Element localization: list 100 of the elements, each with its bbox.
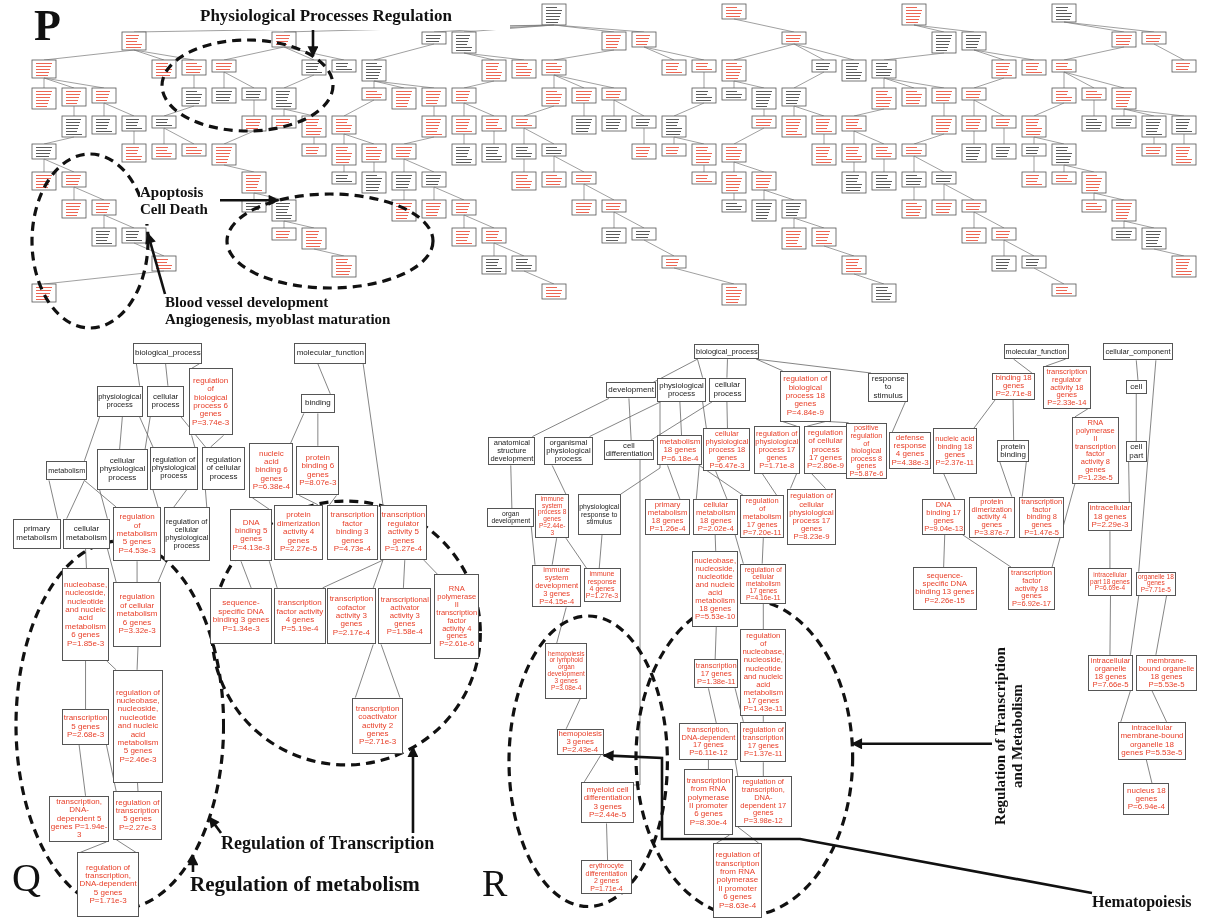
connector-line	[1128, 461, 1130, 503]
go-term-label: intracellular membrane-bound organelle 18 genes P=5.53e-5	[1119, 724, 1185, 758]
go-term-label: regulation of biological process 6 genes P=3.74e-3	[191, 376, 231, 428]
connector-line	[329, 495, 337, 506]
connector-line	[714, 626, 717, 660]
go-term-box	[274, 504, 323, 561]
connector-line	[1138, 359, 1157, 573]
connector-line	[1151, 690, 1167, 723]
connector-line	[667, 465, 681, 500]
go-term-label: cell part	[1128, 443, 1145, 460]
go-term-label: primary metabolism	[15, 525, 59, 542]
connector-line	[737, 826, 760, 844]
go-term-label: regulation of nucleobase, nucleoside, nucleotide and nucleic acid metabolism 5 genes P=2.46e-3	[115, 688, 161, 765]
connector-line	[152, 489, 159, 508]
go-term-label: regulation of transcription from RNA polymerase II promoter 6 genes P=8.63e-4	[715, 851, 760, 910]
connector-line	[598, 534, 603, 569]
connector-line	[380, 644, 401, 698]
connector-line	[157, 560, 168, 583]
go-term-label: sequence-specific DNA binding 3 genes P=1.34e-3	[211, 599, 271, 633]
connector-line	[761, 473, 778, 496]
connector-line	[734, 687, 744, 723]
connector-line	[702, 401, 707, 429]
connector-line	[606, 823, 608, 861]
go-term-label: transcription 5 genes P=2.68e-3	[63, 714, 108, 740]
connector-line	[962, 534, 1012, 568]
connector-line	[78, 744, 86, 797]
connector-line	[403, 559, 406, 589]
go-term-label: cellular process	[712, 381, 743, 399]
connector-line	[650, 401, 713, 441]
connector-line	[1109, 595, 1111, 656]
go-term-box	[294, 343, 367, 364]
connector-line	[726, 358, 728, 379]
connector-line	[714, 534, 717, 552]
go-term-box	[300, 393, 335, 414]
connector-line	[565, 698, 581, 730]
go-term-label: transcription factor activity 4 genes P=5.19e-4	[276, 599, 324, 633]
connector-line	[1045, 358, 1066, 367]
connector-line	[715, 470, 728, 500]
connector-line	[322, 559, 384, 589]
dashed-ellipse	[160, 38, 335, 133]
go-term-box	[113, 669, 163, 784]
connector-line	[756, 358, 783, 372]
connector-line	[695, 465, 700, 500]
go-term-box	[684, 769, 733, 835]
connector-line	[697, 358, 704, 379]
go-term-box	[296, 445, 340, 496]
connector-line	[633, 459, 641, 786]
connector-line	[652, 358, 698, 383]
go-term-label: nucleobase, nucleoside, nucleotide and nucleic acid metabolism 6 genes P=1.85e-3	[63, 580, 108, 648]
panel-letter: R	[482, 864, 508, 902]
go-term-label: cell	[1130, 382, 1143, 392]
go-term-label: regulation of transcription, DNA-dependent 5 genes P=1.71e-3	[79, 863, 137, 906]
go-term-box	[352, 697, 403, 755]
go-term-label: DNA binding 5 genes P=4.13e-3	[232, 518, 271, 553]
go-term-label: regulation of metabolism 5 genes P=4.53e-3	[115, 513, 159, 556]
annotation-label: Physiological Processes Regulation	[200, 6, 510, 30]
arrow	[407, 746, 419, 833]
connector-line	[144, 416, 151, 450]
go-term-label: transcription cofactor activity 3 genes P=2.17e-4	[328, 595, 375, 638]
panel-letter: Q	[12, 858, 41, 898]
go-term-box	[713, 843, 762, 919]
connector-line	[354, 644, 374, 698]
go-term-box	[434, 574, 480, 660]
go-term-label: transcription regulator activity 5 genes P=1.27e-4	[381, 511, 426, 554]
connector-line	[79, 841, 107, 853]
go-term-box	[113, 582, 161, 647]
arrow	[851, 738, 992, 750]
arrow	[187, 854, 199, 872]
go-term-box	[147, 385, 184, 417]
connector-line	[679, 401, 682, 436]
arrow	[145, 232, 167, 295]
go-term-box	[96, 385, 143, 417]
connector-line	[589, 401, 661, 437]
connector-line	[317, 363, 331, 395]
go-term-box	[133, 343, 203, 364]
go-term-box	[62, 518, 111, 549]
connector-line	[84, 480, 117, 508]
go-term-box	[46, 460, 88, 481]
connector-line	[761, 537, 764, 564]
go-term-label: regulation of cellular process 17 genes P=2.86e-9	[806, 428, 845, 471]
connector-line	[1135, 359, 1139, 381]
connector-line	[268, 560, 278, 589]
go-term-label: regulation of transcription 5 genes P=2.27e-3	[115, 798, 160, 833]
connector-line	[532, 398, 610, 437]
go-term-box	[61, 568, 110, 661]
go-term-label: defense response 4 genes P=4.38e-3	[891, 433, 929, 468]
connector-line	[1155, 595, 1167, 656]
connector-line	[565, 537, 587, 569]
arrow	[220, 194, 280, 206]
go-term-label: metabolism 18 genes P=6.18e-4	[659, 437, 701, 463]
connector-line	[762, 715, 764, 723]
go-term-label: protein binding	[999, 442, 1027, 460]
go-term-label: transcription from RNA polymerase II promoter 6 genes P=8.30e-4	[686, 776, 731, 828]
go-term-box	[326, 504, 379, 561]
go-term-label: regulation of cellular process	[204, 455, 243, 481]
go-term-box	[12, 518, 61, 549]
go-term-label: regulation of biological process 18 genes P=4.84e-9	[782, 375, 829, 418]
panel-letter: P	[34, 4, 61, 48]
go-term-box	[378, 587, 432, 645]
connector-line	[1145, 759, 1153, 784]
